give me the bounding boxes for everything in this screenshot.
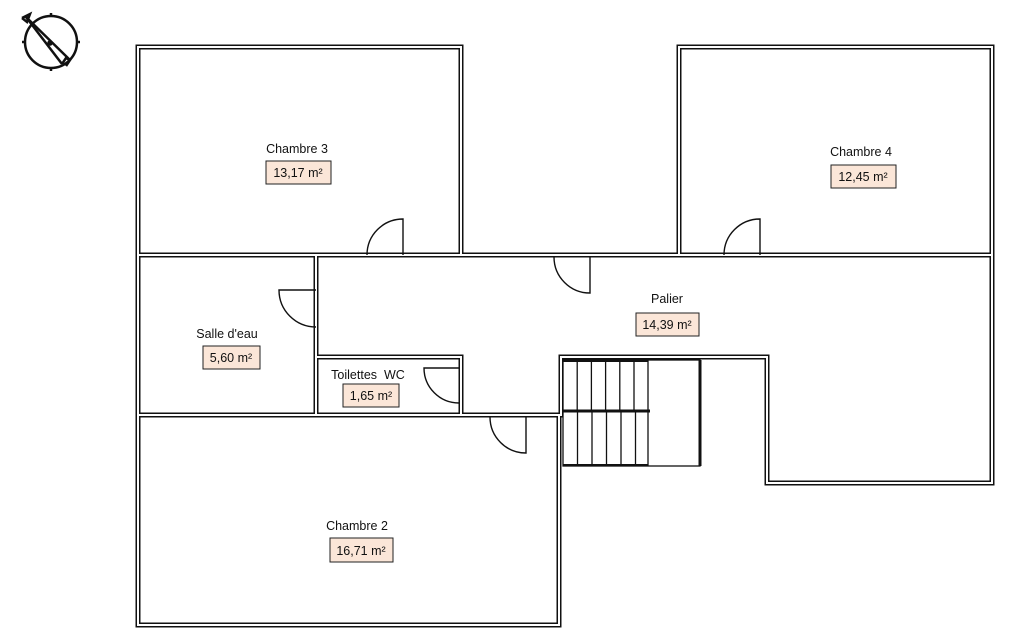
compass-icon	[21, 11, 80, 71]
walls	[135, 44, 995, 628]
room-name: Salle d'eau	[196, 327, 258, 341]
room-name: Palier	[651, 292, 683, 306]
wall	[137, 254, 560, 626]
room-area: 16,71 m²	[336, 544, 385, 558]
room-name: Chambre 3	[266, 142, 328, 156]
staircase	[562, 359, 702, 467]
wall	[560, 254, 993, 484]
wall	[135, 252, 562, 628]
room-toilettes-wc: Toilettes WC 1,65 m²	[331, 368, 405, 408]
door-chambre-3	[366, 218, 404, 256]
room-palier: Palier 14,39 m²	[635, 292, 700, 337]
room-chambre-3: Chambre 3 13,17 m²	[265, 142, 332, 185]
door-palier	[553, 256, 591, 294]
door-chambre-4	[723, 218, 761, 256]
room-area: 1,65 m²	[350, 389, 392, 403]
wall	[558, 252, 995, 486]
room-name: Chambre 4	[830, 145, 892, 159]
room-area: 5,60 m²	[210, 351, 252, 365]
door-wc	[423, 367, 460, 404]
room-chambre-2: Chambre 2 16,71 m²	[326, 519, 394, 563]
room-area: 14,39 m²	[642, 318, 691, 332]
door-salle-deau	[278, 289, 317, 328]
room-chambre-4: Chambre 4 12,45 m²	[830, 145, 897, 189]
wall	[315, 356, 462, 416]
door-chambre-2	[489, 416, 527, 454]
room-area: 13,17 m²	[273, 166, 322, 180]
doors	[278, 218, 761, 454]
room-name: Chambre 2	[326, 519, 388, 533]
room-salle-deau: Salle d'eau 5,60 m²	[196, 327, 261, 370]
room-name: Toilettes WC	[331, 368, 405, 382]
room-area: 12,45 m²	[838, 170, 887, 184]
